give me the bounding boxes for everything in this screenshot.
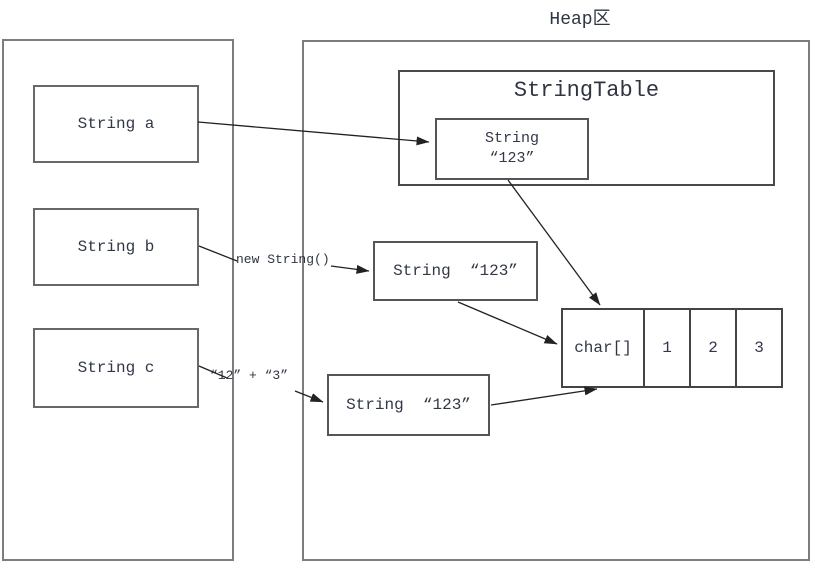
heap-area-label: Heap区	[549, 10, 611, 30]
pool-string-object: String “123”	[435, 118, 589, 180]
pool-string-type: String	[484, 129, 539, 147]
string-table-title: StringTable	[513, 78, 660, 103]
char-array-cell-1-value: 2	[708, 339, 718, 357]
char-array-header-cell: char[]	[561, 308, 645, 388]
char-array-header-label: char[]	[574, 339, 632, 357]
char-array: char[] 1 2 3	[561, 308, 783, 388]
concat-string-object-label: String “123”	[346, 396, 471, 414]
var-label-a: String a	[77, 115, 155, 133]
var-box-string-a: String a	[33, 85, 199, 163]
heap-container	[302, 40, 810, 561]
char-array-cell-0-value: 1	[662, 339, 672, 357]
char-array-cell-1: 2	[689, 308, 737, 388]
string-table-box: StringTable String “123”	[398, 70, 775, 186]
concat-string-object-box: String “123”	[327, 374, 490, 436]
char-array-cell-2-value: 3	[754, 339, 764, 357]
edge-label-new-string: new String()	[236, 252, 330, 267]
char-array-cell-2: 3	[735, 308, 783, 388]
var-label-c: String c	[77, 359, 155, 377]
var-label-b: String b	[77, 238, 155, 256]
char-array-cell-0: 1	[643, 308, 691, 388]
pool-string-value: “123”	[489, 150, 535, 167]
var-box-string-b: String b	[33, 208, 199, 286]
var-box-string-c: String c	[33, 328, 199, 408]
edge-label-concat: “12” + “3”	[210, 368, 289, 383]
stack-container	[2, 39, 234, 561]
new-string-object-box: String “123”	[373, 241, 538, 301]
new-string-object-label: String “123”	[393, 262, 518, 280]
